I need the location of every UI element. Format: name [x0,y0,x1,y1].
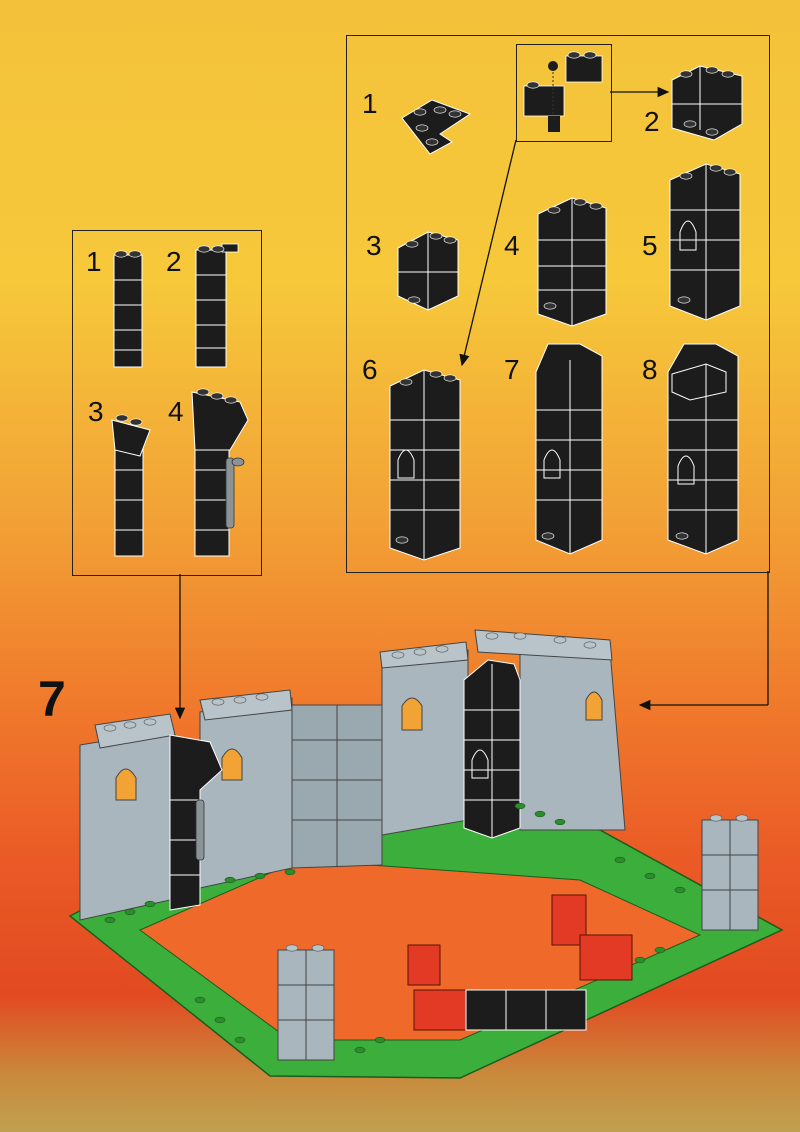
right-label-3: 3 [366,230,382,261]
assembly-arrows [174,86,769,720]
assembly-step-4 [537,197,607,327]
black-column-installed [169,734,223,911]
back-wall [79,629,626,921]
left-panel-columns [111,243,249,557]
assembly-step-6 [389,369,461,561]
right-label-8: 8 [642,354,658,385]
column-step-4 [191,388,249,557]
inset-hinge-detail [523,51,603,132]
left-label-2: 2 [166,246,182,277]
right-label-5: 5 [642,230,658,261]
right-label-7: 7 [504,354,520,385]
assembly-step-5 [669,163,741,321]
assembly-step-8 [667,343,739,555]
left-label-1: 1 [86,246,102,277]
left-label-4: 4 [168,396,184,427]
right-label-4: 4 [504,230,520,261]
red-gate-bricks [407,894,633,1031]
front-pillars [277,814,759,1061]
main-castle-model [68,629,784,1079]
left-label-3: 3 [88,396,104,427]
column-step-1 [113,250,143,368]
sub-assembly-box-left [72,230,262,576]
inset-callout-box [516,44,612,142]
assembly-step-2 [671,65,743,141]
right-label-2: 2 [644,106,660,137]
assembly-step-7 [535,343,603,555]
step-number: 7 [38,671,66,727]
sub-assembly-box-right [346,35,770,573]
black-tower-installed [463,659,521,839]
column-step-2 [195,243,239,368]
right-label-1: 1 [362,88,378,119]
right-label-6: 6 [362,354,378,385]
assembly-step-3 [397,231,459,311]
corner-plate-step-1 [401,99,472,155]
right-panel-subassemblies [389,51,743,561]
column-step-3 [111,414,151,557]
